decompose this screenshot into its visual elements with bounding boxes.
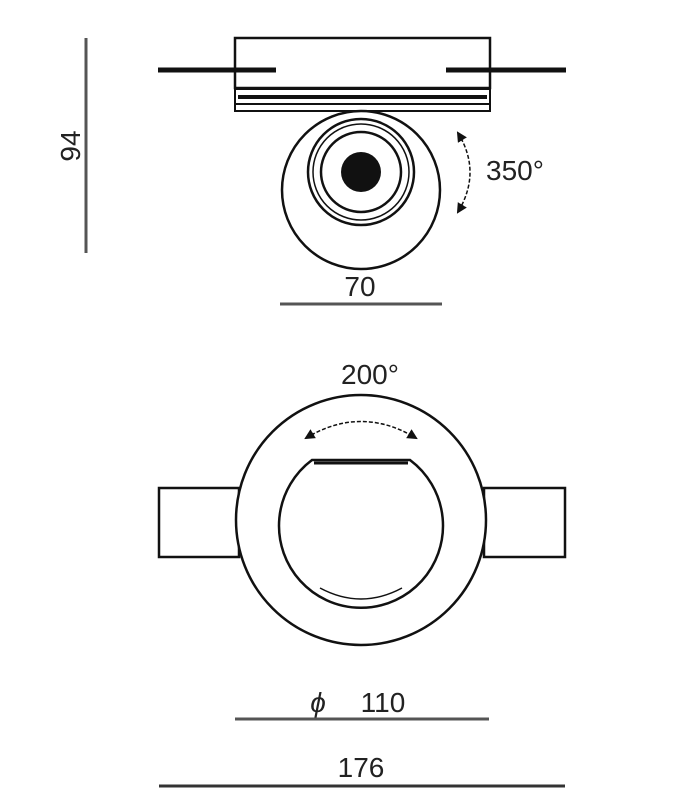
height-label: 94 (55, 130, 86, 161)
rotation-arrow-icon (456, 131, 471, 214)
overall-width-label: 176 (338, 752, 385, 783)
tilt-label: 200° (341, 359, 399, 390)
diameter-symbol: ϕ (310, 687, 326, 718)
outer-ring (234, 393, 488, 647)
tilt-arrow-icon (304, 420, 418, 440)
rotation-label: 350° (486, 155, 544, 186)
lamp-head (280, 109, 442, 271)
front-view: 200° ϕ 110 176 (157, 359, 567, 788)
right-clip (482, 486, 567, 559)
left-clip (157, 486, 241, 559)
width-label: 70 (344, 271, 375, 302)
lamp-opening (277, 458, 445, 609)
flange (234, 88, 491, 112)
diameter-label: 110 (361, 687, 406, 718)
top-view: 94 350° 70 (55, 36, 566, 306)
housing-body (233, 36, 492, 90)
